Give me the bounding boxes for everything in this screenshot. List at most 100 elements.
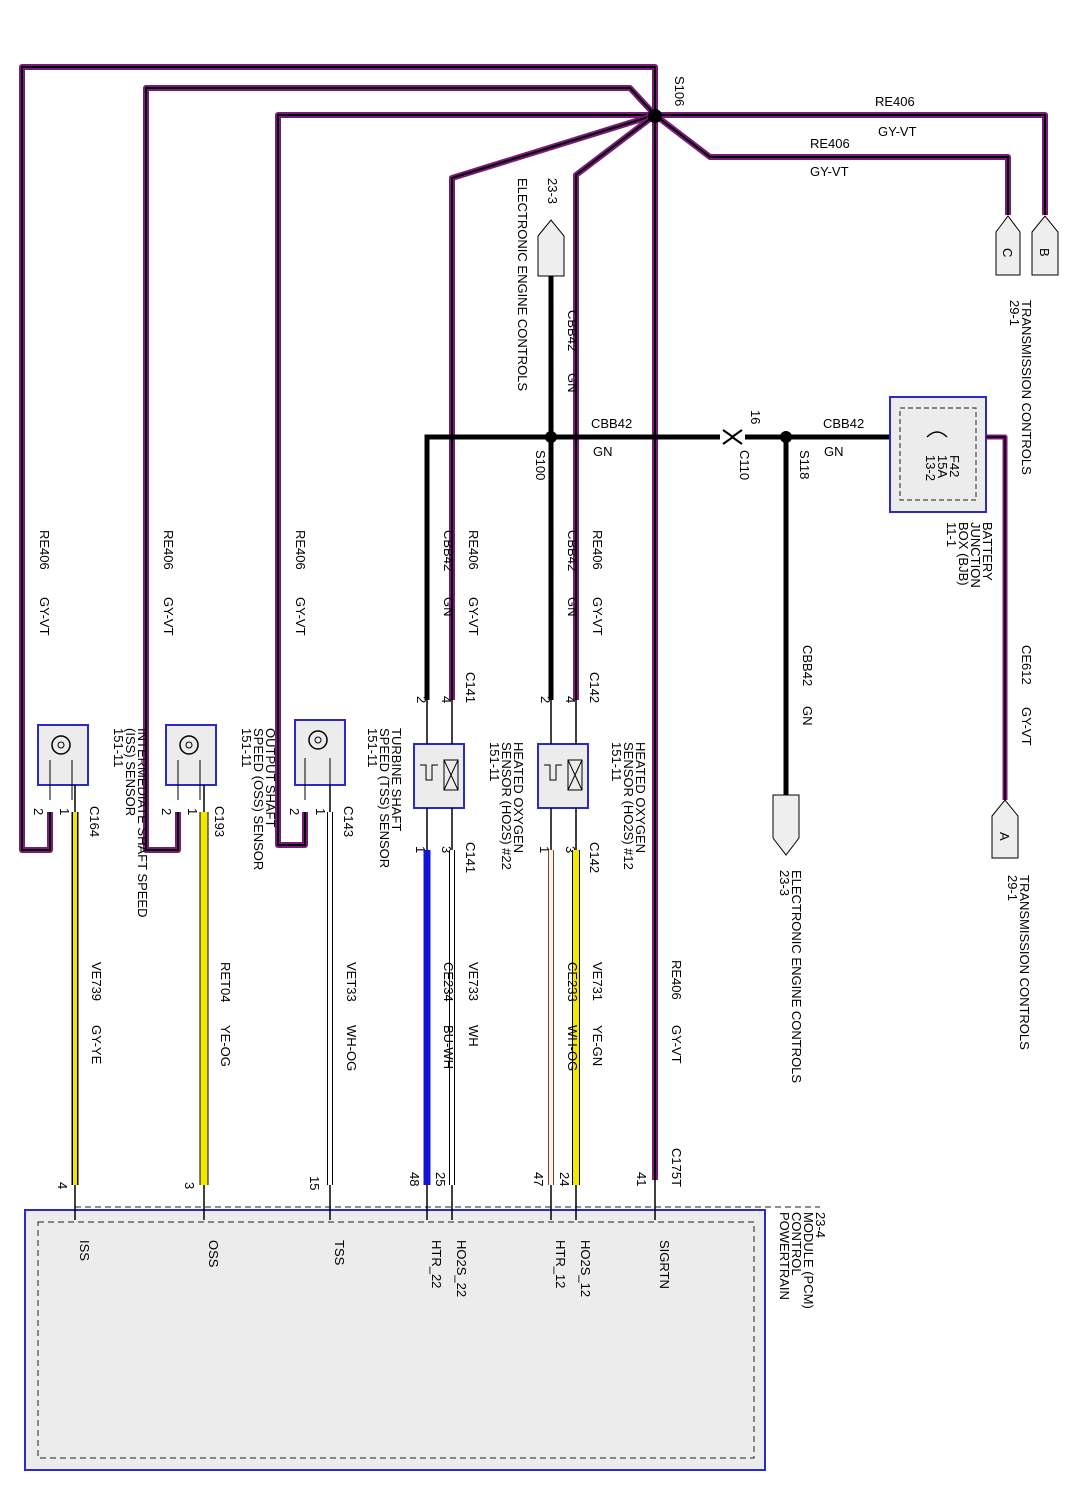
pin-label: 2: [31, 808, 46, 815]
pcm-pin-name: SIGRTN: [657, 1240, 672, 1289]
pcm-pin: 4: [55, 1182, 70, 1189]
svg-text:CONTROL: CONTROL: [789, 1212, 804, 1276]
pin-label: 4: [439, 696, 454, 703]
svg-text:SPEED (TSS) SENSOR: SPEED (TSS) SENSOR: [377, 728, 392, 868]
trans-top-ref: 29-1: [1007, 300, 1022, 326]
svg-text:INTERMEDIATE SHAFT SPEED: INTERMEDIATE SHAFT SPEED: [135, 728, 150, 918]
pcm-pin: 47: [531, 1172, 546, 1186]
svg-text:SENSOR (HO2S) #22: SENSOR (HO2S) #22: [499, 742, 514, 870]
c164-label: C164: [87, 806, 102, 837]
pin-label: 3: [563, 846, 578, 853]
connector-c110-pin: 16: [748, 410, 763, 424]
iss-sensor: [37, 724, 89, 800]
oss-label: OUTPUT SHAFT SPEED (OSS) SENSOR 151-11: [239, 728, 278, 870]
ho2s22-sensor: [413, 743, 465, 809]
svg-text:151-11: 151-11: [487, 742, 502, 782]
ho2s22-label: HEATED OXYGEN SENSOR (HO2S) #22 151-11: [487, 742, 526, 870]
ho22-re-circuit: RE406: [466, 530, 481, 570]
splice-s118: [780, 431, 792, 443]
horiz-right-circuit: CBB42: [823, 416, 864, 431]
htr12-sig-color: WH-OG: [565, 1025, 580, 1071]
eec-vert-circuit: CBB42: [565, 310, 580, 351]
pcm-pin: 25: [433, 1172, 448, 1186]
ce612-color: GY-VT: [1019, 707, 1034, 746]
ho2s22-sig-color: WH: [466, 1025, 481, 1047]
pcm-pin-name: HTR_22: [429, 1240, 444, 1288]
black-ground-wires: [424, 276, 890, 795]
htr12-sig-circuit: CE233: [565, 962, 580, 1002]
pin-label: 1: [313, 808, 328, 815]
sigrtn-feed-color: GY-VT: [669, 1025, 684, 1064]
gear-icon: [308, 730, 328, 750]
ho22-cbb-circuit: CBB42: [441, 530, 456, 571]
wire-c-circuit: RE406: [810, 136, 850, 151]
trans-pin-a: A: [997, 832, 1012, 841]
svg-text:HEATED OXYGEN: HEATED OXYGEN: [511, 742, 526, 853]
gear-icon: [179, 735, 199, 755]
iss-label: INTERMEDIATE SHAFT SPEED (ISS) SENSOR 15…: [111, 728, 150, 918]
svg-text:HEATED OXYGEN: HEATED OXYGEN: [633, 742, 648, 853]
c193-label: C193: [212, 806, 227, 837]
splice-s106: [648, 109, 662, 123]
c141-bottom-label: C141: [463, 842, 478, 873]
eec-vert-color: GN: [565, 373, 580, 393]
pcm-pin: 48: [407, 1172, 422, 1186]
pcm-pin: 24: [557, 1172, 572, 1186]
pin-label: 4: [563, 696, 578, 703]
pcm-pin: 15: [307, 1176, 322, 1190]
eec-top-ref: 23-3: [545, 178, 560, 204]
bjb-fuse: F42: [947, 455, 962, 477]
bjb-label4: 11-1: [944, 522, 959, 547]
trans-top-label: TRANSMISSION CONTROLS: [1019, 300, 1034, 475]
svg-text:23-4: 23-4: [813, 1212, 828, 1238]
svg-text:POWERTRAIN: POWERTRAIN: [777, 1212, 792, 1300]
eec-top-connector: 23-3 ELECTRONIC ENGINE CONTROLS: [515, 178, 565, 391]
horiz-left-circuit: CBB42: [591, 416, 632, 431]
iss-feed-circuit: RE406: [37, 530, 52, 570]
sigrtn-feed-circuit: RE406: [669, 960, 684, 1000]
horiz-right-color: GN: [824, 444, 844, 459]
ho22-cbb-color: GN: [441, 597, 456, 617]
pcm-pin: 41: [634, 1172, 649, 1186]
tss-sig-circuit: VET33: [344, 962, 359, 1002]
ho12-cbb-color: GN: [565, 597, 580, 617]
svg-text:OUTPUT SHAFT: OUTPUT SHAFT: [263, 728, 278, 827]
s118-down-circuit: CBB42: [800, 645, 815, 686]
svg-text:SPEED (OSS) SENSOR: SPEED (OSS) SENSOR: [251, 728, 266, 870]
eec-bottom-connector: 23-3 ELECTRONIC ENGINE CONTROLS: [772, 794, 804, 1083]
bjb-amp: 15A: [935, 455, 950, 478]
svg-text:151-11: 151-11: [609, 742, 624, 782]
pcm-pin-name: HO2S_22: [454, 1240, 469, 1297]
splice-s118-label: S118: [797, 450, 812, 479]
svg-text:151-11: 151-11: [365, 728, 380, 768]
eec-bottom-ref: 23-3: [777, 870, 792, 896]
ho12-re-circuit: RE406: [590, 530, 605, 570]
oss-sensor: [165, 724, 217, 800]
pcm-label: POWERTRAIN CONTROL MODULE (PCM) 23-4: [777, 1212, 828, 1309]
ho2s22-sig-circuit: VE733: [466, 962, 481, 1001]
pin-label: 2: [538, 696, 553, 703]
tss-feed-circuit: RE406: [293, 530, 308, 570]
ho2s12-sig-circuit: VE731: [590, 962, 605, 1001]
bjb-ref: 13-2: [923, 455, 938, 481]
eec-top-label: ELECTRONIC ENGINE CONTROLS: [515, 178, 530, 391]
svg-text:151-11: 151-11: [111, 728, 126, 768]
signal-wires: [71, 785, 656, 1220]
wire-c-color: GY-VT: [810, 164, 849, 179]
pin-label: 2: [414, 696, 429, 703]
c142-top-label: C142: [587, 672, 602, 703]
trans-connector-top: C B 29-1 TRANSMISSION CONTROLS: [995, 215, 1059, 475]
c143-label: C143: [341, 806, 356, 837]
pin-label: 3: [439, 846, 454, 853]
trans-connector-bottom: A 29-1 TRANSMISSION CONTROLS: [991, 799, 1032, 1050]
tss-label: TURBINE SHAFT SPEED (TSS) SENSOR 151-11: [365, 728, 404, 868]
splice-s100-label: S100: [533, 450, 548, 480]
bjb-label1: BATTERY: [980, 522, 995, 581]
pin-label: 2: [159, 808, 174, 815]
gear-icon: [51, 735, 71, 755]
tss-sensor: [294, 719, 346, 800]
svg-text:151-11: 151-11: [239, 728, 254, 768]
ho2s12-sig-color: YE-GN: [590, 1025, 605, 1066]
c141-top-label: C141: [463, 672, 478, 703]
iss-sig-circuit: VE739: [89, 962, 104, 1001]
